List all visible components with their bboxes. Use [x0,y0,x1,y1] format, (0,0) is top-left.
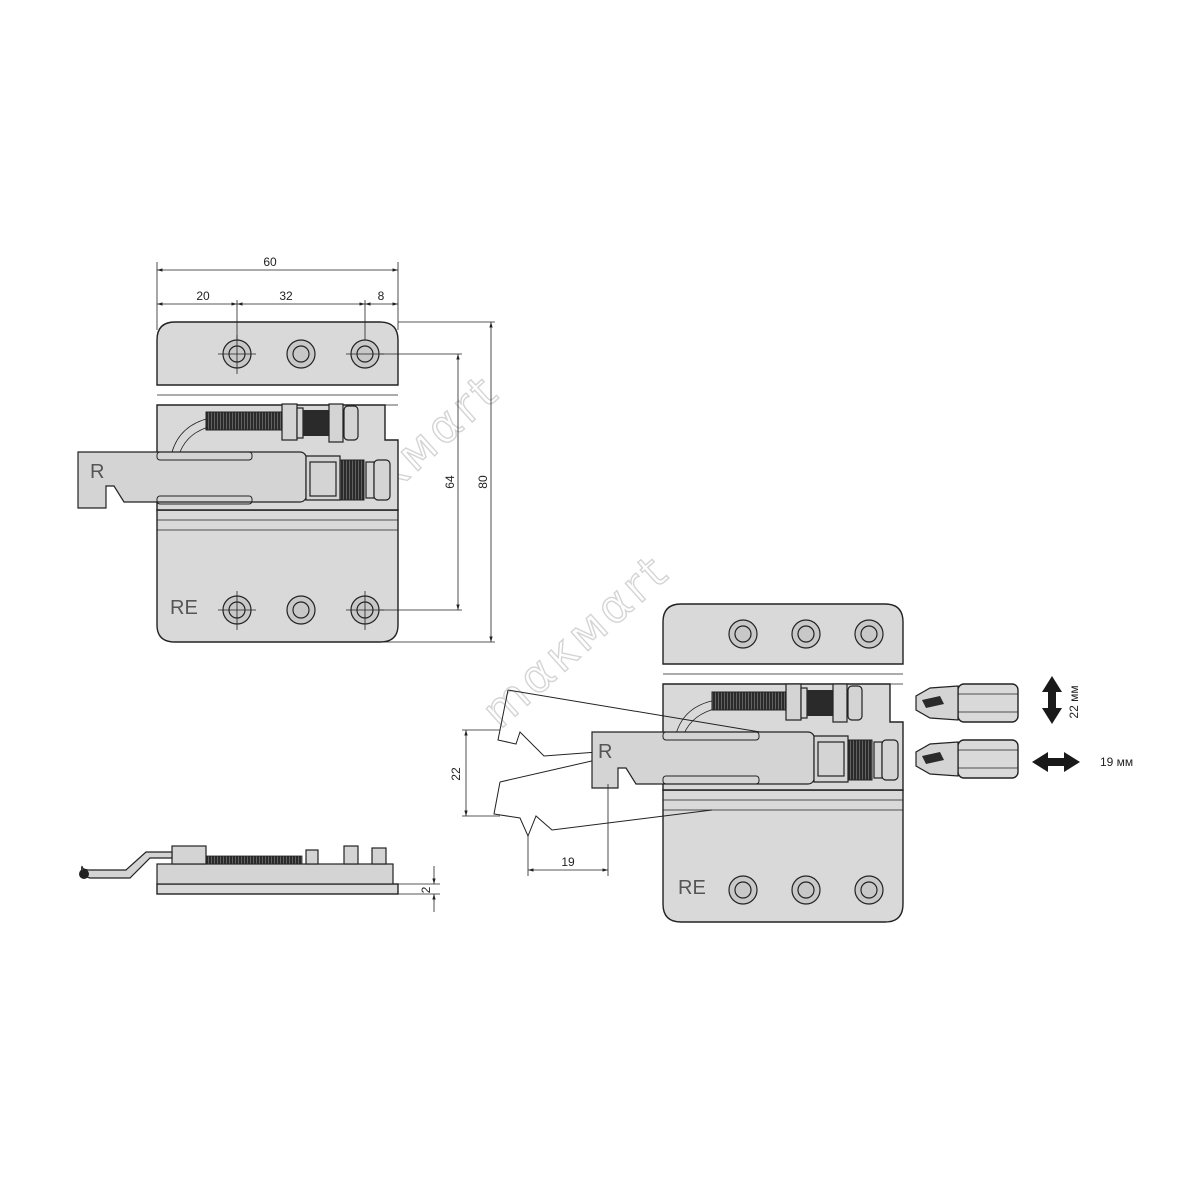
side-view: 2 [79,845,440,912]
dim-thickness: 2 [419,886,433,893]
dim-offset: 19 [561,855,575,869]
screwdriver-bit-lower [915,739,1019,779]
dim-overall-height: 80 [476,475,490,489]
mounting-hole [286,339,316,369]
dim-middle: 32 [279,289,293,303]
lever-swing-outline [497,689,761,757]
plate-marking: RE [170,597,198,619]
side-marking: R [598,741,612,763]
adjustment-screw-upper [205,411,285,431]
mounting-hole [854,619,884,649]
horizontal-adjust-arrow-icon [1032,752,1080,772]
upper-plate [662,603,904,665]
lower-plate [662,789,904,923]
screwdriver-bit-upper [915,683,1019,723]
dim-right: 8 [378,289,385,303]
dim-hole-spacing: 64 [443,475,457,489]
vertical-adjust-arrow-icon [1042,676,1062,724]
side-plate [156,883,399,895]
adjustment-view: R RE 22 мм 19 мм [449,603,1133,923]
top-view: R RE 60 20 32 8 [77,255,495,643]
vertical-adjust-label: 22 мм [1067,685,1081,718]
plate-marking: RE [678,877,706,899]
side-marking: R [90,461,104,483]
mounting-hole [728,619,758,649]
dimension-lines [462,729,609,876]
mounting-hole [791,619,821,649]
mounting-hole [854,875,884,905]
mounting-hole [791,875,821,905]
dim-overall-width: 60 [263,255,277,269]
horizontal-adjust-label: 19 мм [1100,755,1133,769]
mounting-hole [286,595,316,625]
mounting-hole [728,875,758,905]
dim-spread: 22 [449,767,463,781]
upper-plate [156,321,399,386]
dim-left: 20 [196,289,210,303]
dimension-lines [156,262,495,643]
watermark-text: mακмαrt [471,543,680,739]
